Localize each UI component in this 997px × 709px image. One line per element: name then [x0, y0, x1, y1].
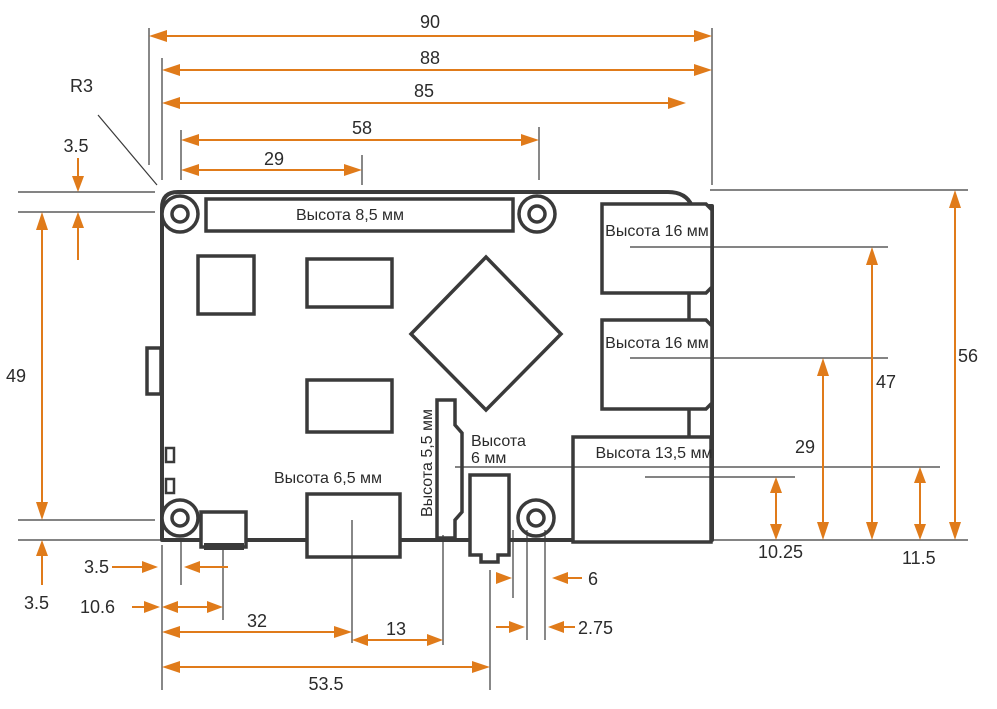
label-usb-bottom: Высота 16 мм	[605, 335, 709, 352]
label-height-10-25: 10.25	[758, 542, 803, 562]
label-gpio-header: Высота 8,5 мм	[296, 207, 404, 224]
extension-lines	[18, 28, 968, 690]
label-width-88: 88	[420, 48, 440, 68]
audio-jack	[468, 473, 511, 564]
label-offset-6: 6	[588, 569, 598, 589]
gpio-header	[204, 197, 515, 233]
label-audio-jack-line1: Высота	[471, 433, 526, 450]
chip-small	[196, 254, 256, 316]
label-offset-32: 32	[247, 611, 267, 631]
power-connector	[199, 510, 248, 549]
label-offset-10-6: 10.6	[80, 597, 115, 617]
label-ethernet: Высота 13,5 мм	[596, 445, 713, 462]
label-offset-3-5-bottom: 3.5	[24, 593, 49, 613]
power-connector-base	[204, 543, 244, 550]
mounting-hole-bottom-right	[516, 498, 556, 538]
led-2	[164, 477, 176, 495]
micro-hdmi-port	[435, 398, 464, 540]
label-height-49: 49	[6, 366, 26, 386]
soc-chip	[408, 254, 564, 413]
label-offset-13: 13	[386, 619, 406, 639]
label-height-11-5: 11.5	[902, 548, 936, 568]
led-1	[164, 446, 176, 464]
dimension-arrows	[36, 30, 961, 673]
label-micro-hdmi: Высота 5,5 мм	[419, 409, 436, 517]
label-corner-radius: R3	[70, 76, 93, 96]
label-offset-2-75: 2.75	[578, 618, 613, 638]
label-offset-3-5-top: 3.5	[63, 136, 88, 156]
label-usb-top: Высота 16 мм	[605, 223, 709, 240]
label-height-56: 56	[958, 346, 978, 366]
label-height-47: 47	[876, 372, 896, 392]
mounting-hole-bottom-left	[160, 498, 200, 538]
label-height-29-right: 29	[795, 437, 815, 457]
label-width-29-top: 29	[264, 149, 284, 169]
label-width-58: 58	[352, 118, 372, 138]
label-offset-53-5: 53.5	[308, 674, 343, 694]
chip-ram-bottom	[305, 378, 394, 434]
usb-port-top	[600, 202, 714, 295]
label-offset-3-5-left: 3.5	[84, 557, 109, 577]
label-hdmi: Высота 6,5 мм	[274, 470, 382, 487]
label-audio-jack-line2: 6 мм	[471, 450, 506, 467]
mounting-hole-top-left	[160, 194, 200, 234]
chip-ram-top	[305, 257, 394, 309]
hdmi-port	[305, 492, 402, 559]
ethernet-port	[571, 435, 713, 544]
side-connector	[145, 346, 163, 396]
usb-port-bottom	[600, 318, 714, 411]
mounting-hole-top-right	[517, 194, 557, 234]
label-width-90: 90	[420, 12, 440, 32]
label-width-85: 85	[414, 81, 434, 101]
